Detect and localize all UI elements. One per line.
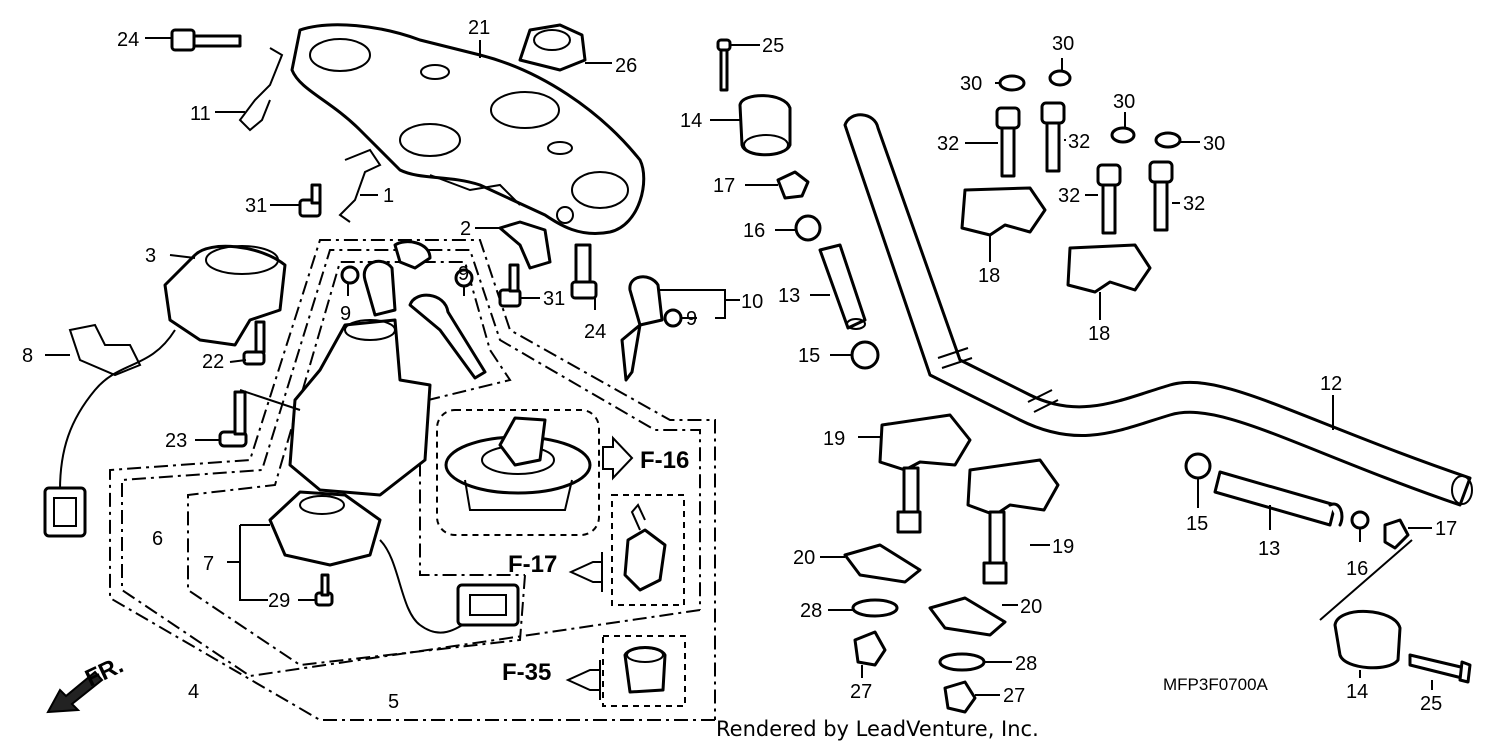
- callout-6: 6: [152, 528, 163, 550]
- callout-24: 24: [117, 29, 139, 51]
- drawing-code: MFP3F0700A: [1163, 675, 1269, 694]
- lower-holders: [843, 413, 1060, 714]
- callout-29: 29: [268, 590, 290, 612]
- ref-f16: F-16: [640, 447, 689, 474]
- callout-25: 25: [762, 35, 784, 57]
- callout-17: 17: [713, 175, 735, 197]
- callout-17: 17: [1435, 518, 1457, 540]
- callout-32: 32: [1058, 185, 1080, 207]
- callout-13: 13: [1258, 538, 1280, 560]
- callout-14: 14: [680, 110, 702, 132]
- callout-23: 23: [165, 430, 187, 452]
- callout-21: 21: [468, 17, 490, 39]
- callout-30: 30: [1052, 33, 1074, 55]
- leader-lines: [45, 37, 1433, 696]
- callout-4: 4: [188, 681, 199, 703]
- right-grip: [1184, 452, 1472, 684]
- callout-24: 24: [584, 321, 606, 343]
- callout-1: 1: [383, 185, 394, 207]
- callout-13: 13: [778, 285, 800, 307]
- callout-32: 32: [1183, 193, 1205, 215]
- callout-18: 18: [1088, 323, 1110, 345]
- callout-32: 32: [1068, 131, 1090, 153]
- callout-27: 27: [850, 681, 872, 703]
- callout-28: 28: [800, 600, 822, 622]
- callout-22: 22: [202, 351, 224, 373]
- callout-3: 3: [145, 245, 156, 267]
- callout-20: 20: [793, 547, 815, 569]
- callout-32: 32: [937, 133, 959, 155]
- callout-25: 25: [1420, 693, 1442, 715]
- callout-27: 27: [1003, 685, 1025, 707]
- callout-26: 26: [615, 55, 637, 77]
- direction-arrow: FR.: [46, 652, 128, 714]
- callout-30: 30: [960, 73, 982, 95]
- hardware: [170, 23, 598, 607]
- callout-9: 9: [458, 263, 469, 285]
- callout-14: 14: [1346, 681, 1368, 703]
- callout-5: 5: [388, 691, 399, 713]
- callout-31: 31: [245, 195, 267, 217]
- callout-31: 31: [543, 288, 565, 310]
- callout-9: 9: [340, 303, 351, 325]
- upper-holders: [960, 69, 1182, 294]
- key: [620, 275, 664, 382]
- top-bridge: [290, 23, 646, 235]
- callout-11: 11: [190, 103, 211, 125]
- callout-9: 9: [686, 308, 697, 330]
- left-grip: [716, 38, 880, 370]
- reference-insets: [436, 409, 686, 707]
- callout-19: 19: [823, 428, 845, 450]
- callout-16: 16: [743, 220, 765, 242]
- callout-20: 20: [1020, 596, 1042, 618]
- callout-15: 15: [1186, 513, 1208, 535]
- callout-19: 19: [1052, 536, 1074, 558]
- callout-8: 8: [22, 345, 33, 367]
- reference-labels: F-16 F-17 F-35: [502, 447, 689, 686]
- callout-7: 7: [203, 553, 214, 575]
- callout-28: 28: [1015, 653, 1037, 675]
- callout-2: 2: [460, 218, 471, 240]
- ref-f17: F-17: [508, 551, 557, 578]
- callout-12: 12: [1320, 373, 1342, 395]
- callout-16: 16: [1346, 558, 1368, 580]
- callout-10: 10: [741, 291, 763, 313]
- footer-credit: Rendered by LeadVenture, Inc.: [716, 717, 1039, 741]
- ignition-switch: [268, 240, 683, 634]
- callout-30: 30: [1113, 91, 1135, 113]
- ref-f35: F-35: [502, 659, 551, 686]
- callout-18: 18: [978, 265, 1000, 287]
- callout-30: 30: [1203, 133, 1225, 155]
- switch-housing: [43, 244, 287, 538]
- callout-15: 15: [798, 345, 820, 367]
- callout-labels: 24 21 26 11 31 1 2 31 24 3 8 22 23 9 9 9…: [22, 17, 1457, 715]
- handlebar: [843, 113, 1473, 507]
